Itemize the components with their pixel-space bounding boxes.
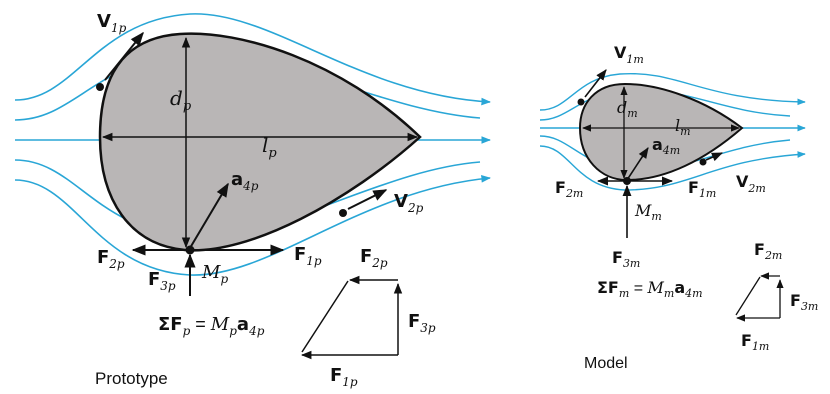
streamline-top xyxy=(14,13,491,106)
l-label: lp xyxy=(262,133,277,161)
poly-resultant-arrow xyxy=(301,280,349,353)
model-v2-arrow xyxy=(705,152,724,162)
model-poly-resultant-arrow xyxy=(735,276,761,316)
v2-label: V2p xyxy=(394,191,424,215)
model-l-label: lm xyxy=(675,116,691,138)
point-2-dot xyxy=(339,209,347,217)
model-point-2-dot xyxy=(699,158,707,166)
prototype-caption: Prototype xyxy=(95,369,168,388)
force-polygon xyxy=(300,275,403,360)
point-1-dot xyxy=(96,83,104,91)
model-streamline-top xyxy=(539,72,806,111)
model-f2-label: F2m xyxy=(555,178,583,200)
v1-label: V1p xyxy=(97,11,127,35)
mass-label: Mp xyxy=(201,262,228,286)
d-label: dp xyxy=(170,86,192,114)
a4-label: a4p xyxy=(231,169,259,193)
model-accel-arrow xyxy=(626,147,649,181)
model-a4-label: a4m xyxy=(652,135,680,157)
model-point-1-dot xyxy=(577,98,585,106)
f2-label: F2p xyxy=(97,247,125,271)
model-mass-label: Mm xyxy=(634,201,662,223)
model-v1-arrow xyxy=(584,69,607,98)
model-poly-f1-label: F1m xyxy=(741,331,769,353)
model-f3-label: F3m xyxy=(612,248,640,270)
poly-f3-label: F3p xyxy=(408,311,436,335)
model-force-polygon xyxy=(735,272,784,322)
accel-arrow xyxy=(189,182,229,249)
model-v2-label: V2m xyxy=(736,172,766,195)
model-diagram: V1m V2m dm lm a4m F2m F1m Mm F3m ΣFm = M… xyxy=(539,43,818,372)
poly-f2-label: F2p xyxy=(360,246,388,270)
v1-arrow xyxy=(104,31,144,81)
prototype-body xyxy=(98,32,422,252)
poly-f1-label: F1p xyxy=(330,365,358,389)
streamline-bottom xyxy=(14,174,491,276)
v2-arrow xyxy=(347,189,388,210)
newton-equation: ΣFp = Mpa4p xyxy=(158,314,265,338)
model-f1-label: F1m xyxy=(688,178,716,200)
model-v1-label: V1m xyxy=(614,43,644,66)
model-body xyxy=(578,82,744,182)
model-d-label: dm xyxy=(617,98,638,120)
f1-label: F1p xyxy=(294,244,322,268)
model-newton-equation: ΣFm = Mma4m xyxy=(597,278,703,300)
prototype-diagram: V1p V2p dp lp a4p F2p F1p F3p Mp ΣFp = M… xyxy=(14,11,491,389)
f3-label: F3p xyxy=(148,269,176,293)
model-poly-f3-label: F3m xyxy=(790,291,818,313)
model-poly-f2-label: F2m xyxy=(754,240,782,262)
model-caption: Model xyxy=(584,355,628,372)
